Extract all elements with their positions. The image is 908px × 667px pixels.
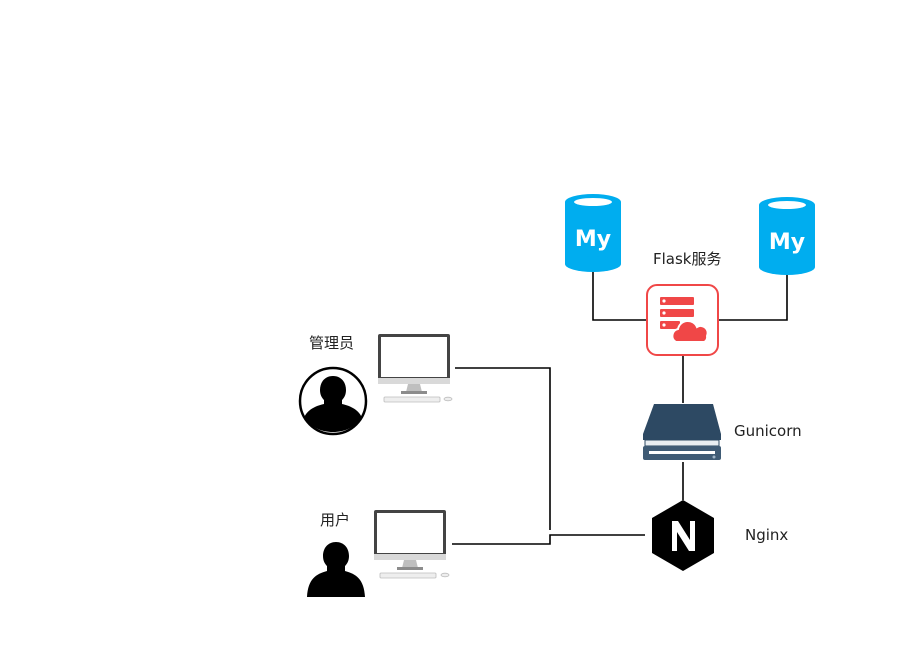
connectors — [452, 272, 788, 545]
user-label: 用户 — [320, 511, 351, 529]
admin-desktop-monitor-icon — [378, 334, 453, 403]
mysql-text-left: My — [575, 227, 611, 252]
nginx-label: Nginx — [745, 526, 789, 544]
nginx-hexagon-icon — [652, 500, 714, 571]
admin-person-icon — [298, 366, 368, 436]
connector-user-monitor — [452, 534, 645, 545]
connector-admin-monitor — [455, 367, 551, 530]
user-desktop-monitor-icon — [374, 510, 450, 579]
mysql-text-right: My — [769, 230, 805, 255]
server-cloud-icon — [646, 284, 719, 356]
connector-mysql-right — [718, 272, 788, 321]
gunicorn-label: Gunicorn — [734, 422, 802, 440]
mysql-icon-right: My — [759, 197, 815, 275]
flask-label: Flask服务 — [653, 250, 722, 268]
connector-mysql-left — [592, 272, 647, 321]
mysql-icon-left: My — [565, 194, 621, 272]
scanner-icon — [643, 404, 721, 460]
user-person-icon — [307, 542, 365, 597]
admin-label: 管理员 — [309, 334, 355, 352]
